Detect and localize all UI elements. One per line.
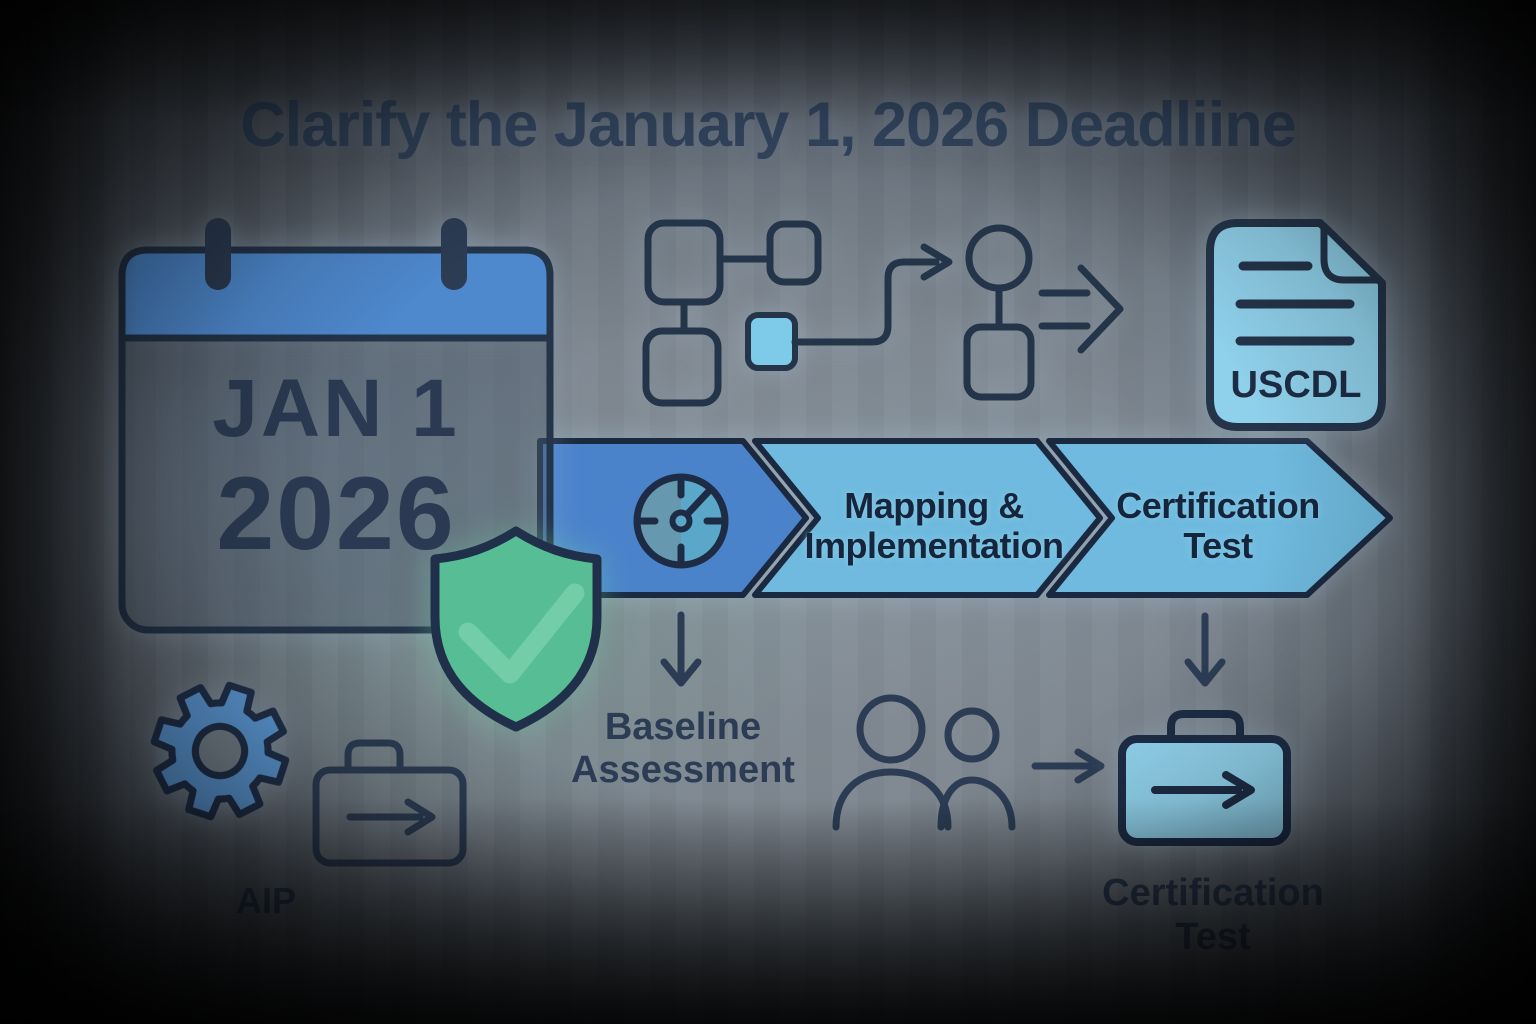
flow-node-small: [766, 220, 822, 286]
calendar-header: [118, 246, 554, 342]
calendar-date-label: JAN 1: [212, 363, 460, 454]
baseline-caption-line2: Assessment: [571, 749, 795, 791]
stage2-label-line2: Implementation: [804, 525, 1064, 566]
certification-caption-line1: Certification: [1102, 872, 1324, 914]
calendar-ring-left: [205, 218, 231, 290]
clock-icon: [633, 473, 729, 569]
certification-caption-line2: Test: [1175, 916, 1251, 958]
document-fold: [1320, 222, 1383, 284]
flow-node-bottom: [642, 327, 722, 407]
people-arrow-icon: [1031, 748, 1105, 784]
bag-handle: [344, 739, 404, 774]
flow-node-highlight: [745, 312, 798, 371]
person2-head: [944, 707, 1000, 763]
briefcase-icon: [1118, 710, 1291, 846]
stage3-label-line1: Certification: [1116, 485, 1320, 526]
document-label: USCDL: [1230, 364, 1362, 406]
people-icon: [832, 694, 1016, 831]
stage3-label-line2: Test: [1183, 525, 1253, 566]
baseline-down-arrow-icon: [660, 611, 702, 687]
page-title: Clarify the January 1, 2026 Deadliine: [240, 90, 1297, 160]
flow-node-square: [963, 323, 1035, 401]
calendar-ring-right: [441, 218, 467, 290]
aip-caption: AIP: [235, 880, 296, 921]
calendar-year-label: 2026: [216, 456, 456, 572]
person1-body: [832, 768, 952, 831]
fast-forward-arrow-icon: [1038, 264, 1124, 354]
transfer-bag-icon: [312, 739, 467, 867]
flow-node-circle: [965, 224, 1033, 292]
person1-head: [856, 694, 926, 764]
baseline-caption-line1: Baseline: [604, 706, 762, 748]
flowchart-icon: [642, 219, 1124, 407]
bag-arrow: [346, 798, 436, 836]
person2-body: [937, 776, 1016, 831]
flow-node-large: [644, 219, 724, 306]
certification-down-arrow-icon: [1184, 612, 1226, 687]
stage2-label-line1: Mapping &: [844, 485, 1024, 526]
gear-icon: [150, 681, 290, 821]
